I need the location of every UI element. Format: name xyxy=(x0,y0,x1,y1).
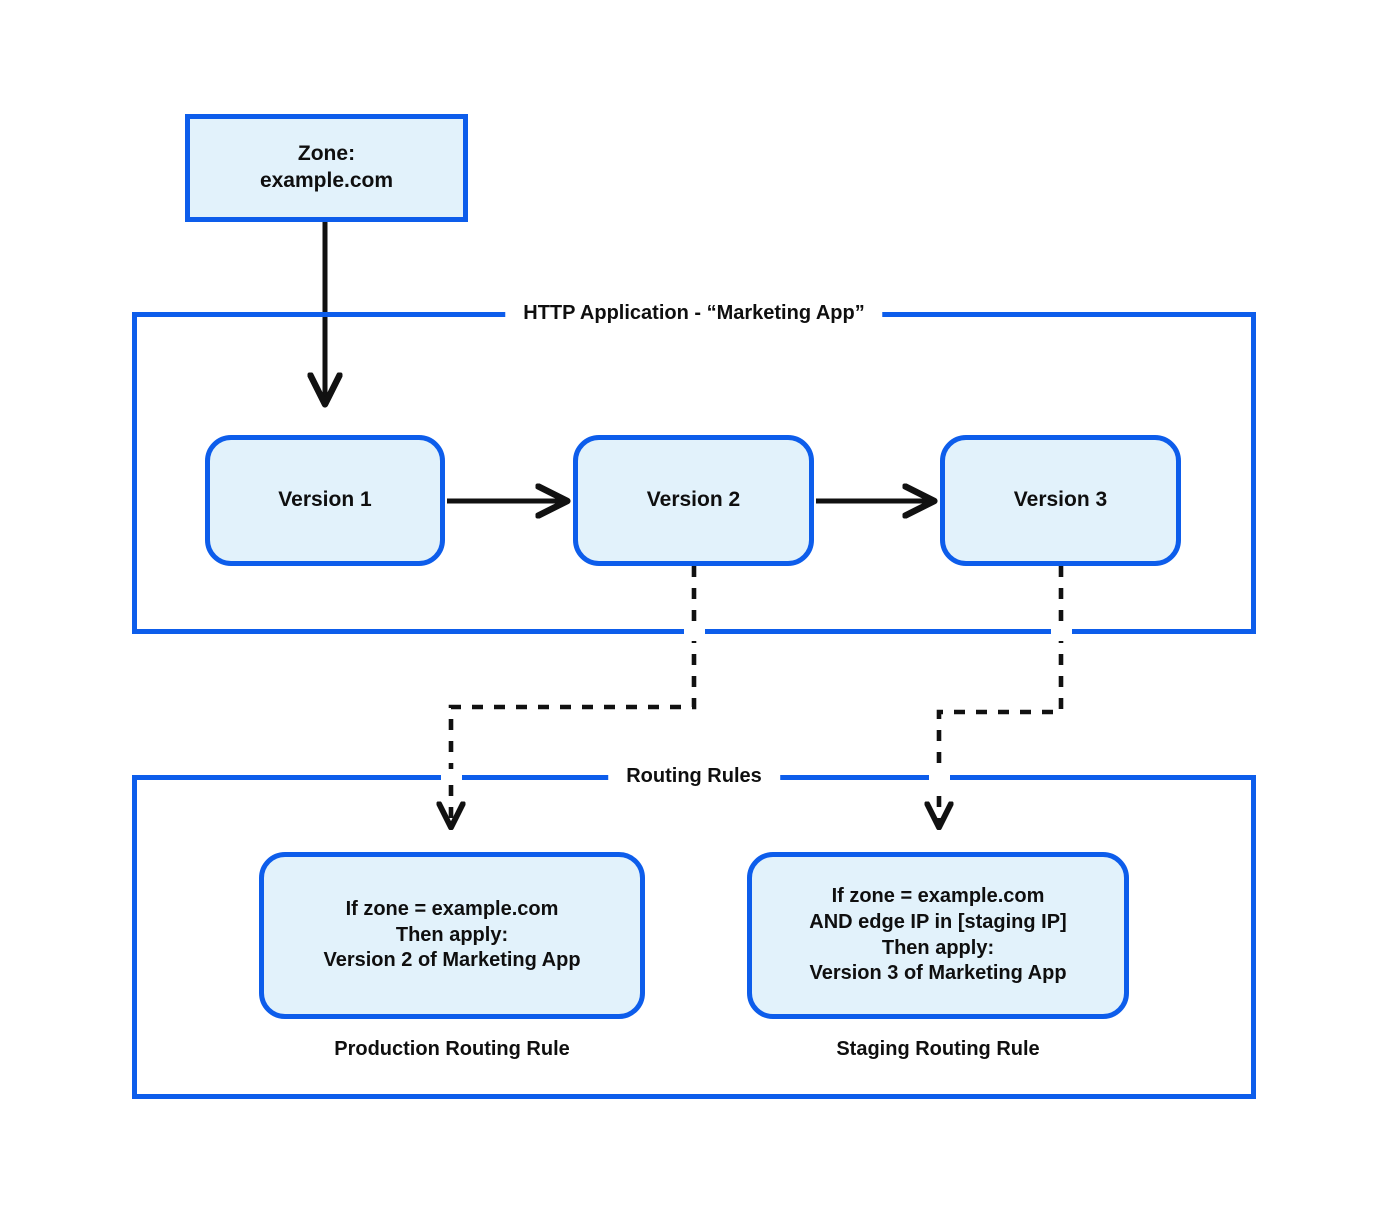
production-routing-rule-caption: Production Routing Rule xyxy=(334,1038,570,1060)
staging-routing-rule-node[interactable]: If zone = example.com AND edge IP in [st… xyxy=(747,852,1129,1019)
version-1-node[interactable]: Version 1 xyxy=(205,435,445,566)
version-2-label: Version 2 xyxy=(646,488,741,512)
border-gap-app-bottom-v3 xyxy=(1051,625,1072,641)
version-3-label: Version 3 xyxy=(1013,488,1108,512)
production-routing-rule-node[interactable]: If zone = example.com Then apply: Versio… xyxy=(259,852,645,1019)
version-3-node[interactable]: Version 3 xyxy=(940,435,1181,566)
production-routing-rule-body: If zone = example.com Then apply: Versio… xyxy=(323,898,581,972)
zone-node[interactable]: Zone: example.com xyxy=(185,114,468,222)
routing-rules-group-title: Routing Rules xyxy=(608,765,780,788)
border-gap-rules-top-prod xyxy=(441,769,462,785)
staging-routing-rule-caption: Staging Routing Rule xyxy=(836,1038,1040,1060)
border-gap-rules-top-staging xyxy=(929,769,950,785)
http-application-group-title: HTTP Application - “Marketing App” xyxy=(505,302,883,325)
zone-node-label: Zone: example.com xyxy=(259,142,394,192)
border-gap-app-bottom-v2 xyxy=(684,625,705,641)
staging-routing-rule-body: If zone = example.com AND edge IP in [st… xyxy=(809,885,1067,985)
version-1-label: Version 1 xyxy=(278,488,372,512)
version-2-node[interactable]: Version 2 xyxy=(573,435,814,566)
